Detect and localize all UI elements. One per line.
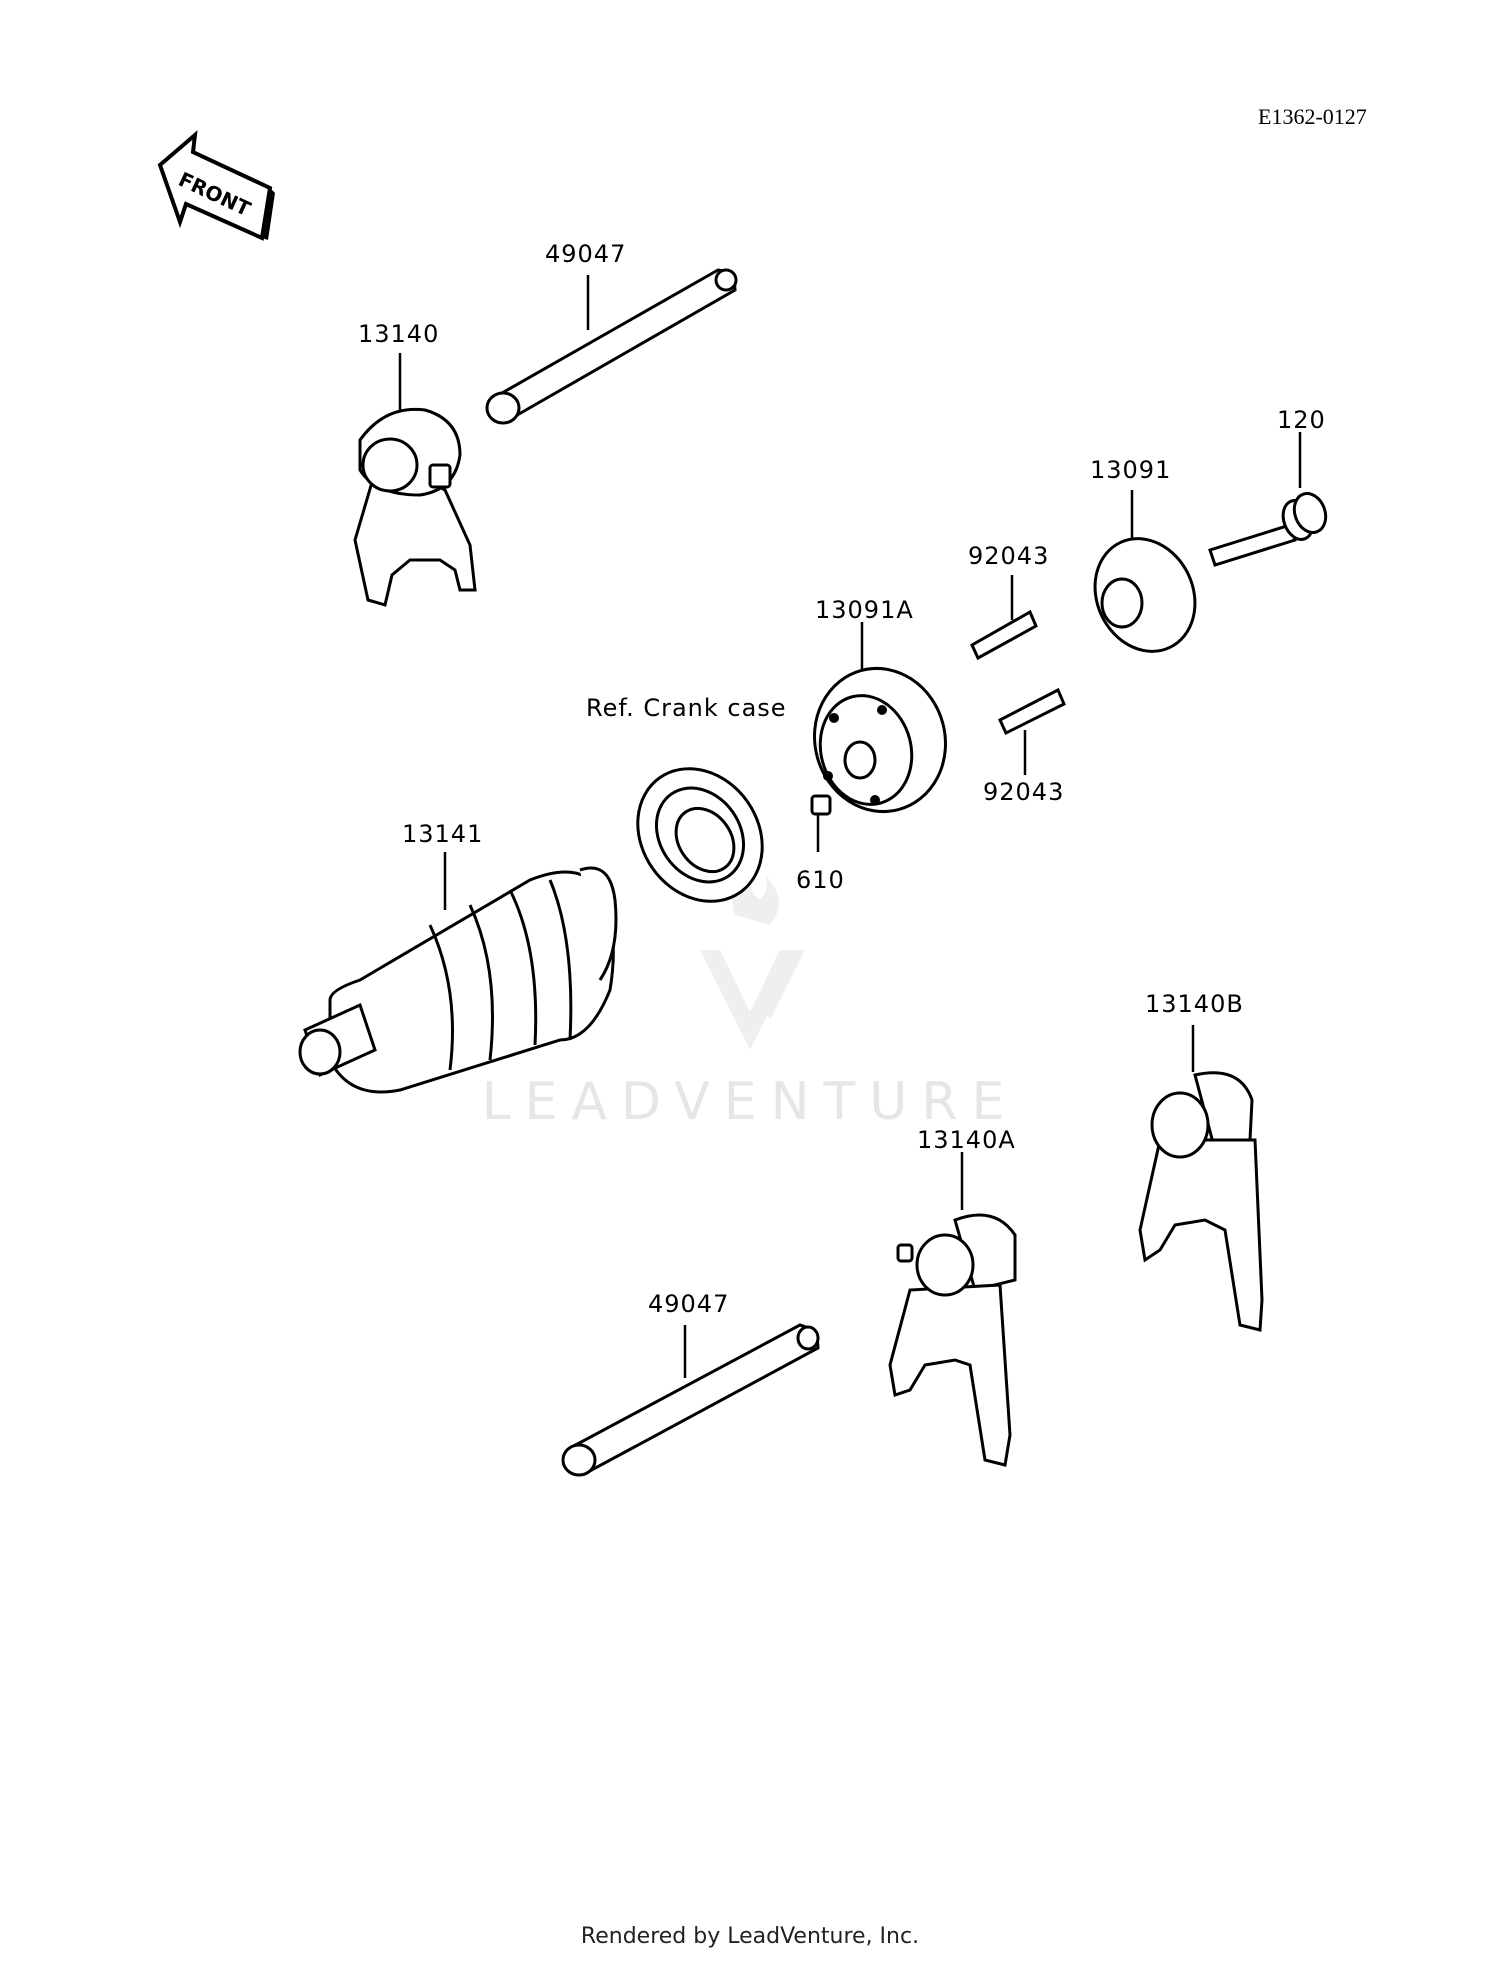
pin-92043-upper bbox=[970, 609, 1038, 661]
front-arrow-icon bbox=[157, 130, 275, 241]
label-ref-crankcase: Ref. Crank case bbox=[586, 694, 787, 722]
shift-fork-13140B bbox=[1138, 1071, 1264, 1332]
label-13140A: 13140A bbox=[917, 1126, 1016, 1154]
shift-fork-13140A bbox=[888, 1213, 1017, 1467]
shift-rod-lower bbox=[561, 1323, 820, 1477]
pin-92043-lower bbox=[998, 687, 1066, 736]
label-49047-lower: 49047 bbox=[648, 1290, 730, 1318]
bolt-120 bbox=[1208, 492, 1328, 567]
bearing-ref-crankcase bbox=[636, 767, 764, 903]
label-49047-upper: 49047 bbox=[545, 240, 627, 268]
watermark-text: LEADVENTURE bbox=[481, 1072, 1019, 1132]
footer-credit: Rendered by LeadVenture, Inc. bbox=[580, 1924, 920, 1949]
label-13140B: 13140B bbox=[1145, 990, 1244, 1018]
label-610: 610 bbox=[796, 866, 845, 894]
label-92043-lower: 92043 bbox=[983, 778, 1065, 806]
shift-drum-13141 bbox=[298, 866, 618, 1094]
shift-rod-upper bbox=[485, 268, 738, 425]
label-13091: 13091 bbox=[1090, 456, 1172, 484]
label-120: 120 bbox=[1277, 406, 1326, 434]
pin-holder-13091A bbox=[813, 666, 947, 814]
label-92043-upper: 92043 bbox=[968, 542, 1050, 570]
diagram-code: E1362-0127 bbox=[1258, 104, 1367, 129]
label-13140: 13140 bbox=[358, 320, 440, 348]
pin-610 bbox=[810, 794, 832, 816]
plate-13091 bbox=[1093, 537, 1197, 653]
label-13141: 13141 bbox=[402, 820, 484, 848]
shift-fork-13140 bbox=[353, 407, 477, 607]
label-13091A: 13091A bbox=[815, 596, 914, 624]
